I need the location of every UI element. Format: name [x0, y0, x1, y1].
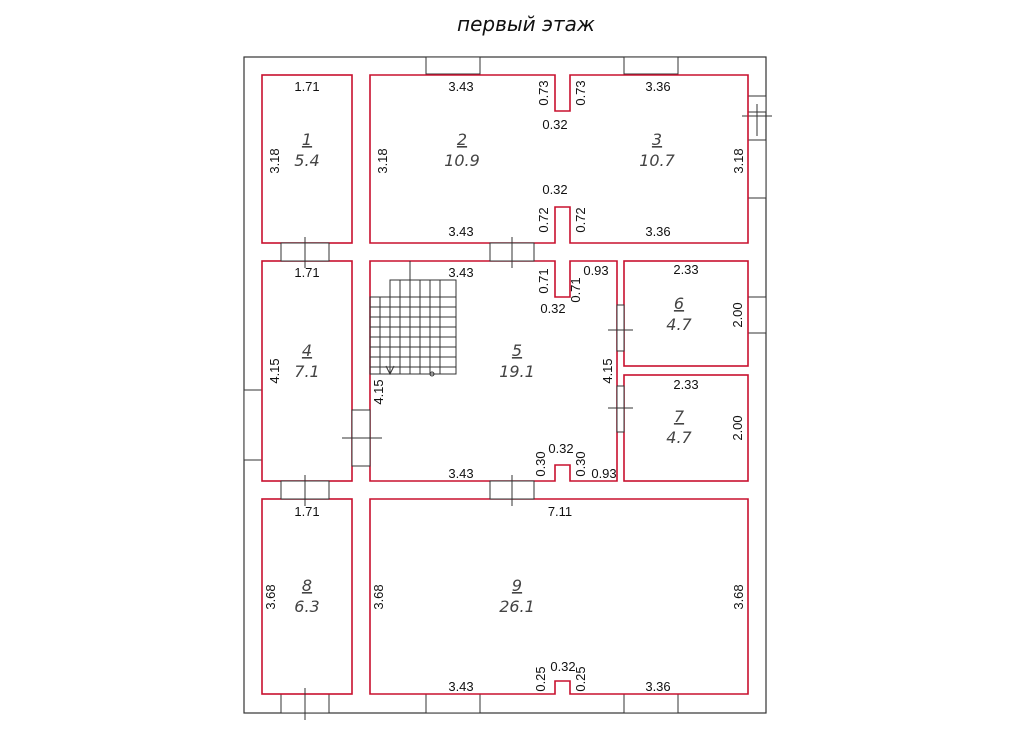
room-9-number: 9 [512, 576, 522, 595]
dim-r9-side-left: 3.68 [371, 584, 386, 609]
dim-notch-top-width: 0.32 [542, 117, 567, 132]
dim-notch-mid-width: 0.32 [542, 182, 567, 197]
dim-notch-mid-right: 0.72 [573, 207, 588, 232]
outer-wall [243, 56, 767, 714]
room-1-area: 5.4 [294, 151, 319, 170]
window-bottom-left [425, 693, 481, 714]
dim-r2-bottom: 3.43 [448, 224, 473, 239]
dim-notch9-left: 0.25 [533, 666, 548, 691]
dim-notch5-width: 0.32 [540, 301, 565, 316]
window-right-room3-b [747, 139, 767, 199]
door-r5-r7 [616, 385, 625, 433]
dim-r4-top: 1.71 [294, 265, 319, 280]
dim-r3-bottom: 3.36 [645, 224, 670, 239]
dim-notch-top-left: 0.73 [536, 80, 551, 105]
dim-notch5b-093: 0.93 [591, 466, 616, 481]
dim-r5-side-left: 4.15 [371, 379, 386, 404]
dim-notch-mid-left: 0.72 [536, 207, 551, 232]
room-1-number: 1 [302, 130, 312, 149]
window-top-right [623, 56, 679, 75]
dim-r8-side: 3.68 [263, 584, 278, 609]
room-5-area: 19.1 [499, 362, 535, 381]
room-7-area: 4.7 [666, 428, 692, 447]
window-right-room6 [747, 296, 767, 334]
dim-r2-top: 3.43 [448, 79, 473, 94]
dim-r5-bottom: 3.43 [448, 466, 473, 481]
room-5-outline [369, 260, 618, 482]
dim-r9-bottom-right: 3.36 [645, 679, 670, 694]
dim-r6-top: 2.33 [673, 262, 698, 277]
dim-r5-top: 3.43 [448, 265, 473, 280]
room-4-area: 7.1 [294, 362, 319, 381]
room-6-number: 6 [674, 294, 684, 313]
window-top-left [425, 56, 481, 75]
dim-r3-top: 3.36 [645, 79, 670, 94]
door-r5-r6 [616, 304, 625, 352]
stair-outline [369, 296, 457, 375]
dim-r7-side: 2.00 [730, 415, 745, 440]
window-left-room4 [243, 389, 263, 461]
room-9-area: 26.1 [499, 597, 535, 616]
dim-notch5-right: 0.71 [568, 277, 583, 302]
dim-r8-top: 1.71 [294, 504, 319, 519]
room-2-area: 10.9 [444, 151, 480, 170]
dim-notch5-left: 0.71 [536, 268, 551, 293]
room-2-3-outline [369, 74, 749, 244]
room-2-number: 2 [457, 130, 467, 149]
dim-r9-side-right: 3.68 [731, 584, 746, 609]
room-6-area: 4.7 [666, 315, 692, 334]
dim-r4-side: 4.15 [267, 358, 282, 383]
stair-arrow-icon [385, 365, 395, 376]
staircase [369, 261, 457, 377]
dim-r7-top: 2.33 [673, 377, 698, 392]
dim-r2-side: 3.18 [375, 148, 390, 173]
dim-r3-side: 3.18 [731, 148, 746, 173]
dim-r1-top: 1.71 [294, 79, 319, 94]
dim-r1-side: 3.18 [267, 148, 282, 173]
dim-notch-top-right: 0.73 [573, 80, 588, 105]
dim-notch5b-left: 0.30 [533, 451, 548, 476]
dim-r9-top: 7.11 [548, 504, 572, 519]
dimension-labels: 1.71 3.18 3.43 3.18 3.43 3.36 3.18 3.36 … [263, 79, 746, 694]
dim-notch9-width: 0.32 [550, 659, 575, 674]
dim-notch5b-right: 0.30 [573, 451, 588, 476]
room-5-number: 5 [512, 341, 522, 360]
room-3-number: 3 [652, 130, 662, 149]
dim-notch9-right: 0.25 [573, 666, 588, 691]
dim-r6-side: 2.00 [730, 302, 745, 327]
room-8-number: 8 [302, 576, 312, 595]
plan-title: первый этаж [457, 12, 595, 36]
window-bottom-right [623, 693, 679, 714]
dim-r5-side-right: 4.15 [600, 358, 615, 383]
room-7-number: 7 [674, 407, 685, 426]
doors [280, 237, 633, 720]
room-4-number: 4 [302, 341, 312, 360]
dim-notch5b-width: 0.32 [548, 441, 573, 456]
room-8-area: 6.3 [294, 597, 319, 616]
dim-notch5-093: 0.93 [583, 263, 608, 278]
room-3-area: 10.7 [639, 151, 675, 170]
room-labels: 1 5.4 2 10.9 3 10.7 4 7.1 5 19.1 6 4.7 7… [294, 130, 692, 616]
room-9-outline [369, 498, 749, 695]
stair-end-dot [429, 371, 435, 377]
dim-r9-bottom-left: 3.43 [448, 679, 473, 694]
